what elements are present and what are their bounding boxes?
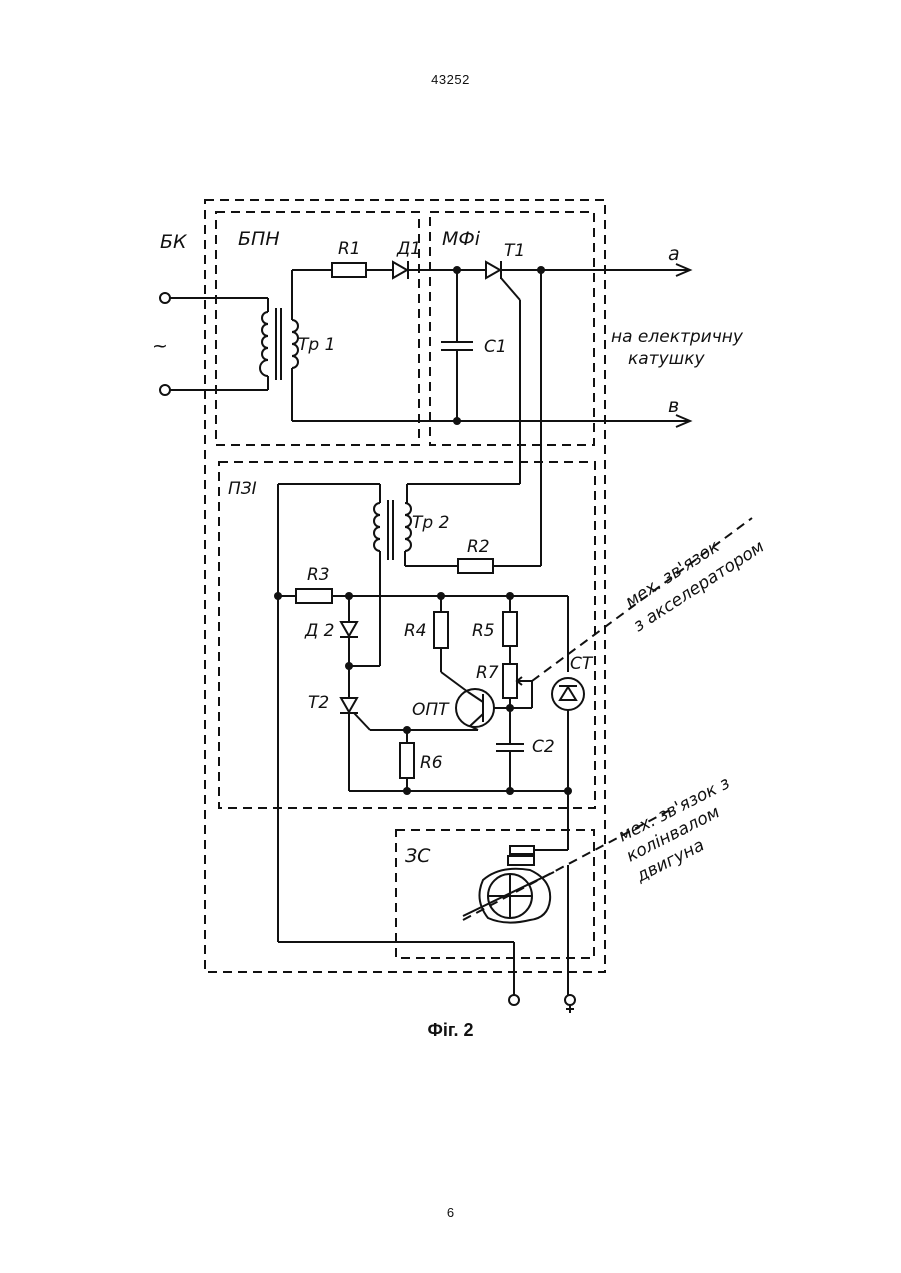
input-terminal-top <box>160 293 170 303</box>
label-tr1: Тр 1 <box>298 335 335 355</box>
label-t2: Т2 <box>308 693 329 713</box>
label-tr2: Тр 2 <box>412 513 449 533</box>
resistor-r1 <box>332 263 366 277</box>
resistor-r2 <box>458 559 493 573</box>
label-r3: R3 <box>307 565 330 585</box>
hall-sensor <box>508 846 534 865</box>
ac-symbol: ~ <box>152 335 168 357</box>
thyristor-t2 <box>340 698 370 730</box>
label-opt: ОПТ <box>412 700 450 720</box>
label-c2: С2 <box>532 737 555 757</box>
label-d1: Д1 <box>396 239 421 259</box>
block-label-bpn: БПН <box>238 228 280 250</box>
resistor-r6 <box>400 743 414 778</box>
resistor-r5 <box>503 612 517 646</box>
output-label-a: а <box>668 243 680 265</box>
block-label-mfi: МФі <box>442 228 481 250</box>
diode-d1 <box>393 261 408 279</box>
block-label-zs: ЗС <box>405 845 431 867</box>
bottom-terminal-right <box>565 995 575 1005</box>
phototransistor-opt <box>456 689 510 727</box>
label-ct: СТ <box>570 654 594 674</box>
block-label-pzi: ПЗІ <box>228 479 257 499</box>
block-label-bk: БК <box>160 231 188 253</box>
label-c1: С1 <box>484 337 507 357</box>
figure-caption: Фіг. 2 <box>0 1020 901 1041</box>
resistor-r3 <box>296 589 332 603</box>
input-terminal-bottom <box>160 385 170 395</box>
page-number-bottom: 6 <box>0 1205 901 1220</box>
bottom-terminal-left <box>509 995 519 1005</box>
label-t1: Т1 <box>504 241 525 261</box>
coil-annotation-line2: катушку <box>628 349 705 369</box>
label-r5: R5 <box>472 621 495 641</box>
label-r1: R1 <box>338 239 361 259</box>
zener-ct <box>552 678 584 710</box>
label-r6: R6 <box>420 753 443 773</box>
capacitor-c1 <box>441 342 473 350</box>
label-r4: R4 <box>404 621 427 641</box>
coil-annotation-line1: на електричну <box>611 327 744 347</box>
output-label-b: в <box>668 395 679 417</box>
label-r2: R2 <box>467 537 490 557</box>
resistor-r4 <box>434 612 448 648</box>
label-r7: R7 <box>476 663 499 683</box>
capacitor-c2 <box>496 744 524 751</box>
thyristor-t1 <box>486 261 520 300</box>
label-d2: Д 2 <box>304 621 335 641</box>
diode-d2 <box>340 622 358 637</box>
potentiometer-r7 <box>503 664 517 698</box>
